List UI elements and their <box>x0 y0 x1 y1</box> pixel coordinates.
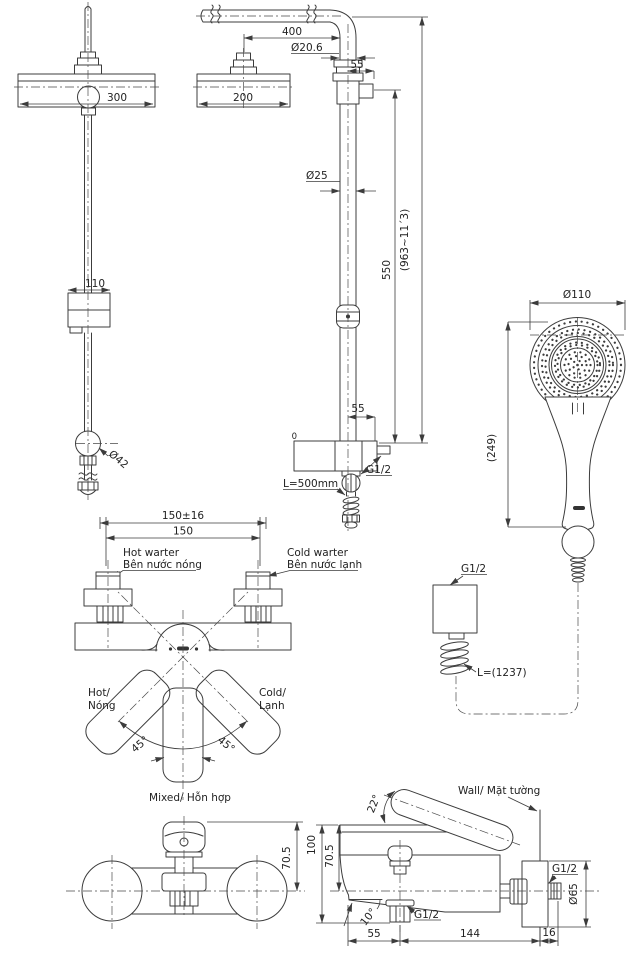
dim-pole-height: 550 <box>381 260 393 280</box>
dim-arm-length: 400 <box>282 26 302 38</box>
dim-valve-front-height: 70.5 <box>281 846 293 869</box>
dim-diverter-dia: Ø42 <box>106 448 130 471</box>
label-cold-water-vi: Bên nước lạnh <box>287 559 362 571</box>
label-column-outlet-thread: G1/2 <box>366 464 391 476</box>
dim-escutcheon-dia: Ø65 <box>568 883 580 905</box>
label-mixed-position: Mixed/ Hỗn hợp <box>149 791 231 804</box>
dim-flush-zero: 0 <box>292 432 297 442</box>
dim-angle-left: 45° <box>129 734 151 755</box>
label-cold-position-vi: Lạnh <box>259 700 285 712</box>
label-spout-thread: G1/2 <box>414 909 439 921</box>
centerlines <box>14 2 625 932</box>
dim-front-head-width: 300 <box>107 92 127 104</box>
valve-side-view: 22° G1/2 10° Wall/ Mặt tường G1/2 Ø65 10… <box>306 785 591 947</box>
label-inlet-thread: G1/2 <box>552 863 577 875</box>
label-hot-water-en: Hot warter <box>123 547 180 559</box>
label-hand-hose-length: L=(1237) <box>477 667 527 679</box>
dim-valve-height-center: 70.5 <box>324 844 336 867</box>
dim-span-tolerance: 150±16 <box>162 510 205 522</box>
label-cold-position-en: Cold/ <box>259 687 286 699</box>
dim-valve-height-total: 100 <box>306 835 318 855</box>
dim-wall-clear: 16 <box>542 927 556 939</box>
dim-lever-angle: 22° <box>365 793 383 815</box>
valve-top-diagram: 150±16 150 Hot warter Bên nước nóng Cold… <box>74 510 362 804</box>
dim-hand-shower-length: (249) <box>486 434 498 462</box>
hand-shower-view: Ø110 (249) G1/2 <box>432 289 626 715</box>
label-hot-position-en: Hot/ <box>88 687 110 699</box>
dim-outlet-offset: 55 <box>351 403 364 415</box>
dim-side-head-width: 200 <box>233 92 253 104</box>
label-wall: Wall/ Mặt tường <box>458 785 540 797</box>
column-side-view: 400 Ø20.6 55 200 Ø25 550 (963~11´3) 55 0… <box>196 4 428 529</box>
dim-spout-offset: 55 <box>367 928 380 940</box>
dim-depth: 144 <box>460 928 480 940</box>
dim-arm-dia: Ø20.6 <box>291 42 323 54</box>
dim-angle-right: 45° <box>215 734 237 755</box>
dim-overall-height: (963~11´3) <box>399 209 411 271</box>
valve-front-view: 70.5 <box>81 821 303 922</box>
label-cold-water-en: Cold warter <box>287 547 349 559</box>
label-hose-thread: G1/2 <box>461 563 486 575</box>
column-front-view: 300 110 Ø42 <box>17 6 156 495</box>
label-hot-water-vi: Bên nước nóng <box>123 559 202 571</box>
label-hot-position-vi: Nóng <box>88 700 116 712</box>
dim-bracket-offset: 55 <box>350 59 363 71</box>
dim-span: 150 <box>173 526 193 538</box>
dim-spout-angle: 10° <box>358 906 379 928</box>
label-column-hose-length: L=500mm <box>283 478 338 490</box>
dim-hand-shower-dia: Ø110 <box>563 289 591 301</box>
dim-slider-width: 110 <box>85 278 105 290</box>
dim-pipe-dia: Ø25 <box>306 170 328 182</box>
